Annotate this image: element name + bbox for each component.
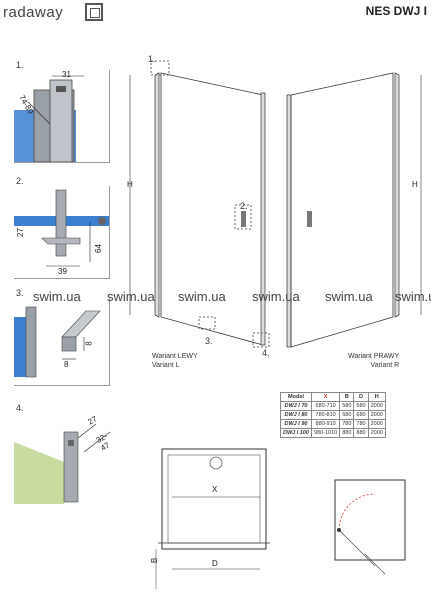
height-label-right: H	[412, 180, 418, 189]
dimension-31: 31	[62, 70, 71, 79]
watermark-6: swim.ua	[395, 289, 431, 304]
variant-right-label: Wariant PRAWY Variant R	[348, 352, 399, 370]
variant-right-line2: Variant R	[370, 362, 400, 369]
spec-table-header: Model X B D H	[280, 392, 386, 402]
variant-left-line1: Wariant LEWY	[152, 353, 198, 360]
step-label-3: 3.	[16, 288, 24, 298]
dimension-8-height: 8	[84, 341, 94, 346]
cell-d: 780	[353, 419, 369, 429]
watermark-1: swim.ua	[33, 289, 81, 304]
cell-b: 680	[339, 410, 355, 420]
cell-x: 680-710	[310, 401, 341, 411]
callout-3: 3.	[205, 336, 213, 346]
cell-model: DWJ I 90	[280, 419, 312, 429]
cell-d: 880	[353, 428, 369, 438]
step-label-4: 4.	[16, 403, 24, 413]
detail-2-drawing	[14, 189, 109, 267]
cell-h: 2000	[367, 410, 386, 420]
spec-table: Model X B D H DWJ I 70 680-710 580 580 2…	[280, 392, 386, 438]
door-swing-drawing	[334, 479, 406, 575]
table-row: DWJ I 90 880-910 780 780 2000	[280, 419, 386, 429]
plan-view-drawing	[155, 448, 270, 589]
detail-3-drawing	[14, 306, 101, 378]
cell-x: 980-1010	[310, 428, 341, 438]
callout-1: 1.	[148, 54, 156, 64]
cell-h: 2000	[367, 419, 386, 429]
table-row: DWJ I 100 980-1010 880 880 2000	[280, 428, 386, 438]
brand-logo-mark	[85, 3, 103, 21]
col-d: D	[353, 392, 369, 402]
cell-d: 580	[353, 401, 369, 411]
watermark-3: swim.ua	[178, 289, 226, 304]
plan-dimension-d: D	[212, 559, 218, 568]
detail-4-drawing	[14, 423, 111, 504]
variant-left-label: Wariant LEWY Variant L	[152, 352, 198, 370]
variant-right-line1: Wariant PRAWY	[348, 353, 400, 360]
dimension-8-width: 8	[64, 360, 69, 369]
watermark-2: swim.ua	[107, 289, 155, 304]
right-door-drawing	[286, 72, 422, 348]
dimension-27: 27	[15, 228, 25, 237]
watermark-4: swim.ua	[252, 289, 300, 304]
cell-b: 880	[339, 428, 355, 438]
detail-panel-4: 27 32-47	[14, 412, 114, 504]
step-label-2: 2.	[16, 176, 24, 186]
variant-left-line2: Variant L	[152, 362, 180, 369]
height-label-left: H	[127, 180, 133, 189]
cell-x: 880-910	[310, 419, 341, 429]
cell-b: 780	[339, 419, 355, 429]
table-row: DWJ I 80 780-810 680 680 2000	[280, 410, 386, 420]
plan-dimension-b: B	[150, 557, 160, 564]
brand-logo: radaway	[3, 4, 64, 21]
cell-b: 580	[339, 401, 355, 411]
detail-1-drawing	[14, 75, 84, 162]
cell-model: DWJ I 80	[280, 410, 312, 420]
cell-h: 2000	[367, 401, 386, 411]
step-label-1: 1.	[16, 60, 24, 70]
callout-4: 4.	[262, 348, 270, 358]
cell-d: 680	[353, 410, 369, 420]
left-door-drawing	[129, 60, 270, 348]
detail-panel-2: 27 64 39	[14, 186, 110, 279]
detail-panel-1: 31 74-89	[14, 70, 110, 163]
callout-2: 2.	[240, 201, 248, 211]
col-x: X	[310, 392, 341, 402]
plan-dimension-x: X	[212, 485, 218, 494]
dimension-39: 39	[58, 267, 67, 276]
col-h: H	[367, 392, 386, 402]
cell-model: DWJ I 100	[280, 428, 312, 438]
col-b: B	[339, 392, 355, 402]
cell-model: DWJ I 70	[280, 401, 312, 411]
cell-x: 780-810	[310, 410, 341, 420]
detail-panel-3: 8 8	[14, 297, 110, 386]
model-title: NES DWJ I	[365, 4, 427, 18]
col-model: Model	[280, 392, 312, 402]
watermark-5: swim.ua	[325, 289, 373, 304]
table-row: DWJ I 70 680-710 580 580 2000	[280, 401, 386, 411]
cell-h: 2000	[367, 428, 386, 438]
dimension-64: 64	[93, 244, 103, 253]
